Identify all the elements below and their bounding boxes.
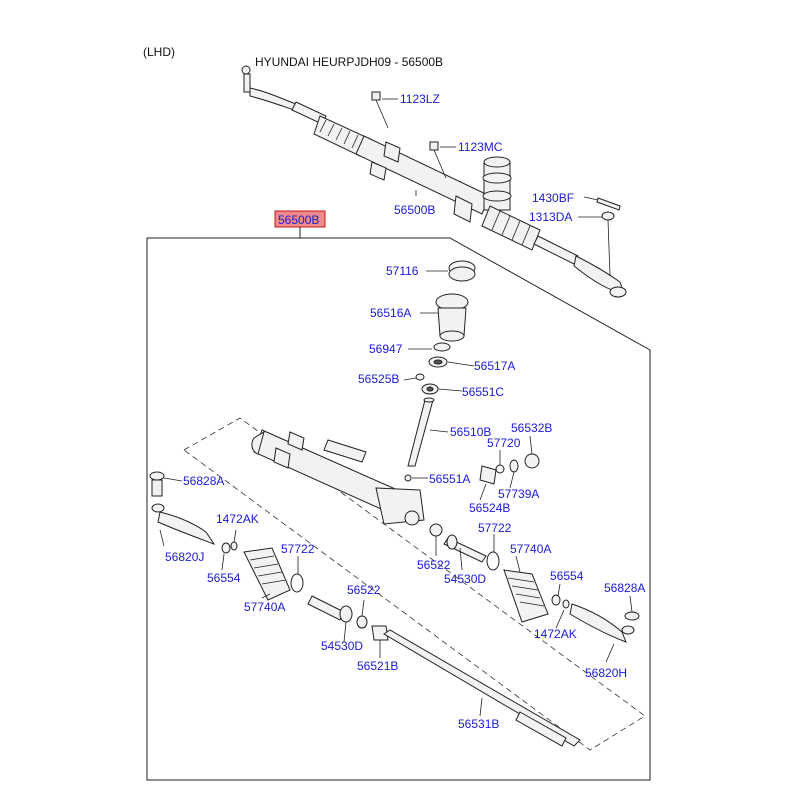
part-label-56554-left[interactable]: 56554 <box>207 571 241 585</box>
part-label-56828a-right[interactable]: 56828A <box>604 581 645 595</box>
part-label-56820j[interactable]: 56820J <box>165 550 204 564</box>
part-label-57722-right[interactable]: 57722 <box>478 521 512 535</box>
part-label-56554-right[interactable]: 56554 <box>550 569 584 583</box>
part-label-56516a[interactable]: 56516A <box>370 306 411 320</box>
exploded-parts-illustration <box>149 260 640 747</box>
part-label-57740a-left[interactable]: 57740A <box>244 600 285 614</box>
part-label-1430bf[interactable]: 1430BF <box>532 191 574 205</box>
part-label-1123lz[interactable]: 1123LZ <box>400 92 440 106</box>
part-label-56522-right[interactable]: 56522 <box>417 558 451 572</box>
part-label-57116[interactable]: 57116 <box>386 264 419 278</box>
assembled-rack-illustration <box>241 65 627 298</box>
part-label-56525b[interactable]: 56525B <box>358 372 399 386</box>
part-label-56517a[interactable]: 56517A <box>474 359 515 373</box>
part-label-54530d-left[interactable]: 54530D <box>321 639 363 653</box>
part-label-56524b[interactable]: 56524B <box>469 501 510 515</box>
side-label: (LHD) <box>143 45 175 59</box>
part-label-56500b-top[interactable]: 56500B <box>394 203 435 217</box>
part-label-1472ak-right[interactable]: 1472AK <box>534 627 577 641</box>
part-label-56828a-left[interactable]: 56828A <box>183 474 224 488</box>
part-label-56551c[interactable]: 56551C <box>462 385 504 399</box>
diagram-title: HYUNDAI HEURPJDH09 - 56500B <box>255 55 443 69</box>
part-label-1472ak-left[interactable]: 1472AK <box>216 512 259 526</box>
part-label-57739a[interactable]: 57739A <box>498 487 539 501</box>
part-label-56510b[interactable]: 56510B <box>450 425 491 439</box>
part-label-56522-left[interactable]: 56522 <box>347 583 381 597</box>
exploded-view-frame <box>146 237 651 781</box>
part-label-54530d-right[interactable]: 54530D <box>444 572 486 586</box>
part-label-56532b[interactable]: 56532B <box>511 421 552 435</box>
part-label-56531b[interactable]: 56531B <box>458 717 499 731</box>
part-label-1313da[interactable]: 1313DA <box>529 210 572 224</box>
highlight-part-label[interactable]: 56500B <box>278 213 319 227</box>
part-label-57720[interactable]: 57720 <box>487 436 521 450</box>
part-label-56947[interactable]: 56947 <box>369 342 403 356</box>
part-label-1123mc[interactable]: 1123MC <box>458 140 503 154</box>
part-label-57722-left[interactable]: 57722 <box>281 542 315 556</box>
part-label-56820h[interactable]: 56820H <box>585 666 627 680</box>
part-label-56521b[interactable]: 56521B <box>357 659 398 673</box>
part-label-57740a-right[interactable]: 57740A <box>510 542 551 556</box>
part-label-56551a[interactable]: 56551A <box>429 472 470 486</box>
